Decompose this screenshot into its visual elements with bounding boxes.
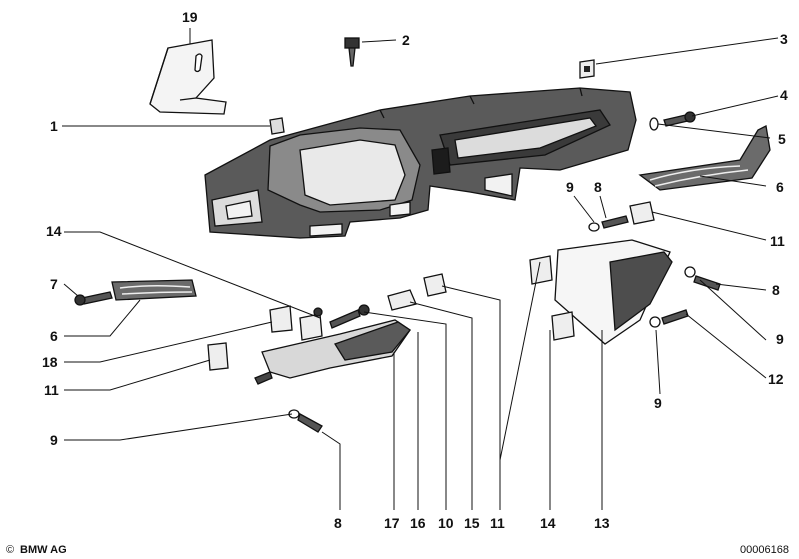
callout-8-upper: 8: [594, 179, 602, 195]
callout-4: 4: [780, 87, 788, 103]
callout-3: 3: [780, 31, 788, 47]
copyright-symbol: ©: [6, 544, 14, 556]
callout-5: 5: [778, 131, 786, 147]
callout-9-upper: 9: [566, 179, 574, 195]
callout-14-bottom: 14: [540, 515, 556, 531]
callout-2: 2: [402, 32, 410, 48]
part-9-8-left-fasteners: [288, 409, 323, 433]
callout-1: 1: [50, 118, 58, 134]
callout-9-lower-right: 9: [654, 395, 662, 411]
callout-7: 7: [50, 276, 58, 292]
callout-11-left: 11: [44, 382, 59, 398]
callout-16: 16: [410, 515, 426, 531]
callout-18: 18: [42, 354, 58, 370]
callout-9-left: 9: [50, 432, 58, 448]
dashboard-carrier: [204, 87, 637, 239]
part-3-clip: [579, 59, 595, 79]
callout-11-bottom: 11: [490, 515, 505, 531]
callout-14-left: 14: [46, 223, 62, 239]
callout-8-right: 8: [772, 282, 780, 298]
left-lower-cover: [207, 305, 411, 385]
callout-13: 13: [594, 515, 610, 531]
part-6-left-trim: [111, 279, 197, 301]
right-lower-cover: [529, 201, 721, 345]
footer: © BMW AG 00006168: [6, 544, 789, 556]
callout-8-bottom: 8: [334, 515, 342, 531]
part-2-screw: [344, 37, 360, 67]
brand-label: BMW AG: [20, 544, 67, 556]
callout-6-left: 6: [50, 328, 58, 344]
part-5-washer: [649, 117, 659, 131]
callout-11-right: 11: [770, 233, 785, 249]
part-4-screw: [663, 111, 696, 127]
part-10-screw: [329, 304, 370, 329]
callout-10: 10: [438, 515, 454, 531]
callout-6-right: 6: [776, 179, 784, 195]
part-1-nut: [269, 117, 285, 135]
callout-9-right: 9: [776, 331, 784, 347]
callout-15: 15: [464, 515, 480, 531]
callout-19: 19: [182, 9, 198, 25]
callout-17: 17: [384, 515, 400, 531]
part-7-screw: [74, 291, 113, 306]
part-19-bracket: [149, 39, 227, 115]
leader-lines: [62, 28, 779, 510]
part-15-bracket: [387, 289, 417, 311]
callout-labels: 19 2 3 1 4 5 6 9 8 11 14 7 6 18 11 9 8 9…: [42, 9, 788, 531]
callout-12: 12: [768, 371, 784, 387]
part-11-clip-center: [423, 273, 447, 297]
drawing-number: 00006168: [740, 544, 789, 556]
